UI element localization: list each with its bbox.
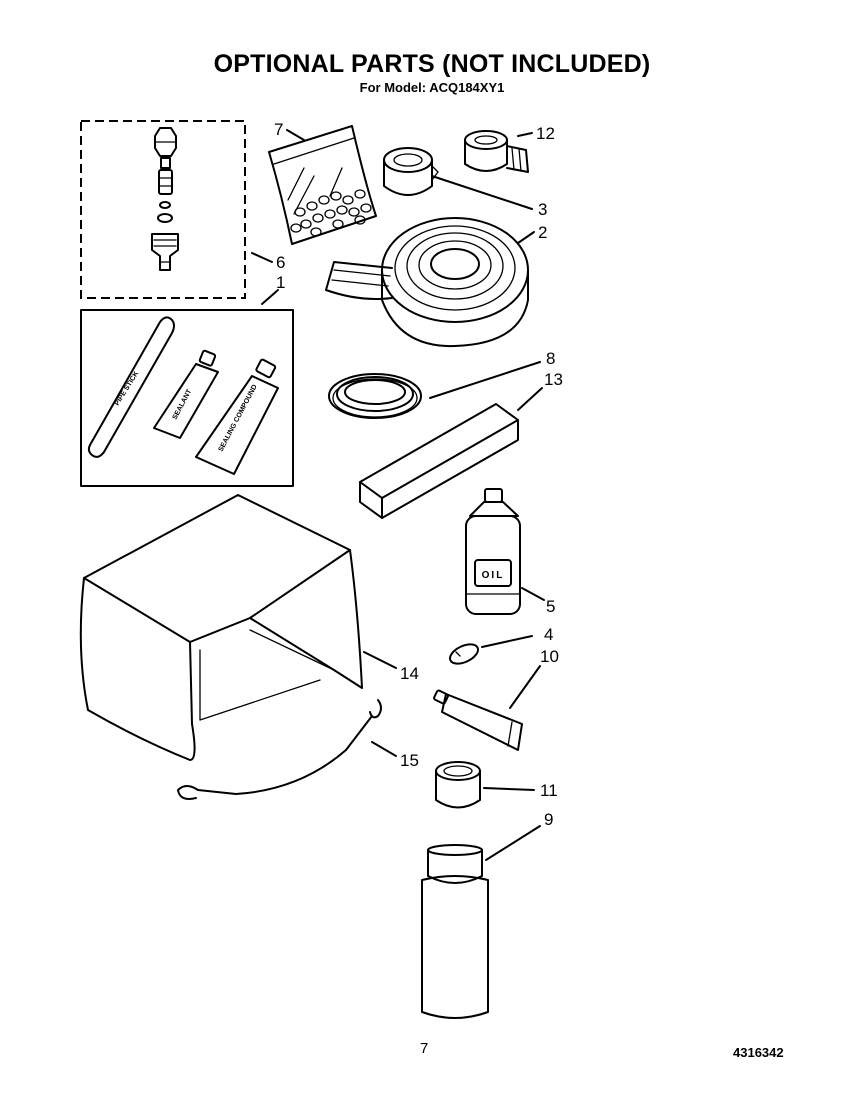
capsule-part — [448, 643, 480, 665]
callout-7: 7 — [274, 120, 283, 139]
unit-cover-part — [79, 494, 363, 761]
oil-label: OIL — [482, 570, 505, 581]
o-ring-bag-part — [268, 125, 377, 245]
oil-bottle-part: OIL — [465, 488, 521, 615]
page-title: OPTIONAL PARTS (NOT INCLUDED) — [213, 50, 651, 78]
callout-10: 10 — [540, 647, 559, 666]
callout-12: 12 — [536, 124, 555, 143]
group-box-1 — [80, 309, 294, 487]
callout-2: 2 — [538, 223, 547, 242]
callout-11: 11 — [540, 781, 558, 800]
callout-5: 5 — [546, 597, 555, 616]
callout-9: 9 — [544, 810, 553, 829]
callout-15: 15 — [400, 751, 419, 770]
large-insulation-roll-part — [325, 217, 529, 348]
spray-can-part — [421, 844, 489, 1019]
sealant-tube-small: SEALANT — [153, 349, 219, 439]
cap-ring-part — [435, 761, 481, 809]
model-subtitle: For Model: ACQ184XY1 — [359, 80, 505, 95]
tape-roll-part — [464, 130, 529, 173]
document-number: 4316342 — [733, 1045, 784, 1060]
cord-part — [177, 699, 382, 800]
callout-14: 14 — [400, 664, 419, 683]
page-number: 7 — [420, 1040, 429, 1057]
valve-fitting-part — [151, 127, 179, 271]
foam-block-part — [359, 403, 519, 519]
small-tape-roll-part — [383, 147, 439, 196]
callout-13: 13 — [544, 370, 563, 389]
sealant-label: SEALANT — [172, 388, 194, 421]
callout-4: 4 — [544, 625, 553, 644]
callout-6: 6 — [276, 253, 285, 272]
callout-leaders — [251, 129, 545, 861]
callout-1: 1 — [276, 273, 285, 292]
coiled-tubing-part — [328, 373, 422, 419]
callout-numbers: 7 12 3 2 6 1 8 13 5 4 10 14 15 11 9 — [274, 120, 563, 829]
pipe-stick-label: PIPE STICK — [114, 370, 141, 407]
grease-tube-part — [433, 689, 523, 751]
callout-8: 8 — [546, 349, 555, 368]
group-box-6 — [80, 120, 246, 299]
sealing-compound-tube: SEALING COMPOUND — [195, 358, 279, 475]
pipe-stick-part: PIPE STICK — [87, 316, 175, 458]
callout-3: 3 — [538, 200, 547, 219]
